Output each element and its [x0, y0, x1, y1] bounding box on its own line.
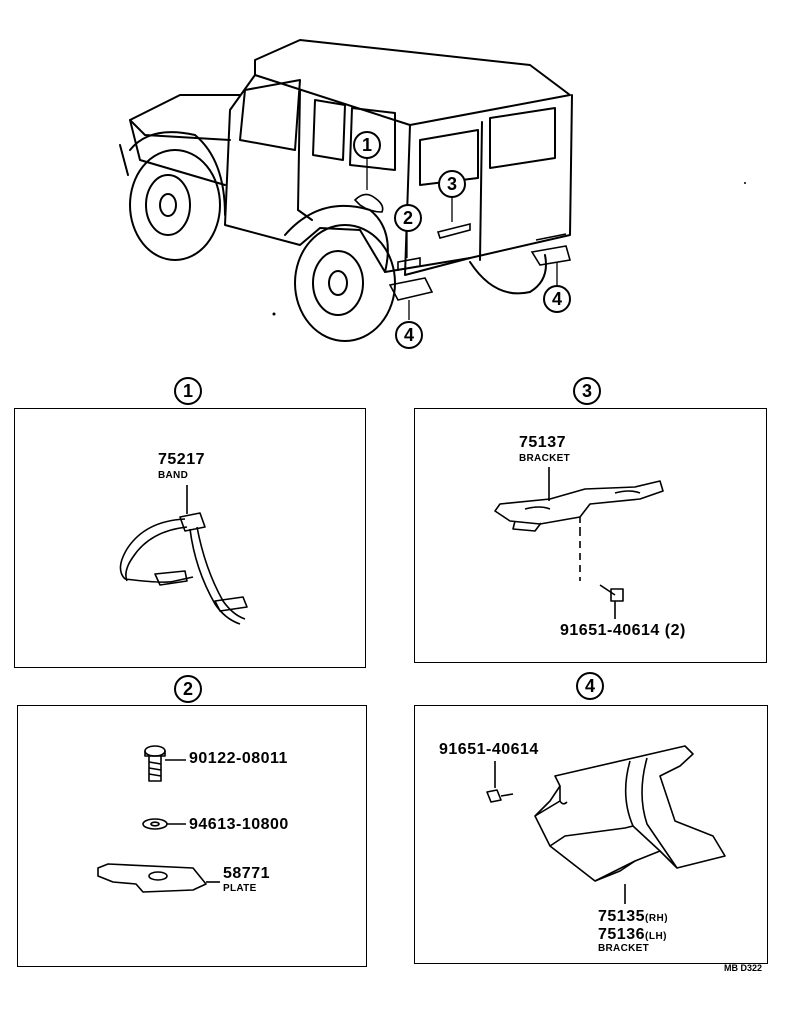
plate-part-name: PLATE — [223, 883, 257, 894]
panel-2: 90122-08011 94613-10800 58771 PLATE — [17, 705, 367, 967]
step-bracket-drawing — [486, 745, 726, 904]
panel-1: 75217 BAND — [14, 408, 366, 668]
bracket-bolt-number: 91651-40614 (2) — [560, 622, 686, 639]
panel-4-header: 4 — [576, 672, 604, 700]
band-part-number: 75217 — [158, 451, 205, 468]
lh-bracket-number: 75136(LH) — [598, 926, 667, 943]
washer-part-number: 94613-10800 — [189, 816, 289, 833]
step-bolt-number: 91651-40614 — [439, 741, 539, 758]
bolt-part-number: 90122-08011 — [189, 750, 288, 767]
band-drawing — [119, 485, 248, 625]
band-part-name: BAND — [158, 470, 189, 481]
vehicle-illustration — [119, 39, 746, 342]
bracket-drawing — [494, 467, 664, 619]
callout-2: 2 — [394, 204, 422, 232]
step-bracket-name: BRACKET — [598, 943, 649, 954]
callout-3: 3 — [438, 170, 466, 198]
panel-3: 75137 BRACKET 91651-40614 (2) — [414, 408, 767, 663]
callout-1: 1 — [353, 131, 381, 159]
rh-bracket-number: 75135(RH) — [598, 908, 669, 925]
bracket-part-name: BRACKET — [519, 453, 570, 464]
plate-part-number: 58771 — [223, 865, 270, 882]
panel-4: 91651-40614 75135(RH) 75136(LH) BRACKET — [414, 705, 768, 964]
callout-4-lh: 4 — [543, 285, 571, 313]
hardware-drawing — [97, 745, 220, 893]
panel-1-header: 1 — [174, 377, 202, 405]
callout-4-rh: 4 — [395, 321, 423, 349]
bracket-part-number: 75137 — [519, 434, 566, 451]
panel-2-header: 2 — [174, 675, 202, 703]
panel-3-header: 3 — [573, 377, 601, 405]
reference-code: MB D322 — [724, 963, 763, 973]
